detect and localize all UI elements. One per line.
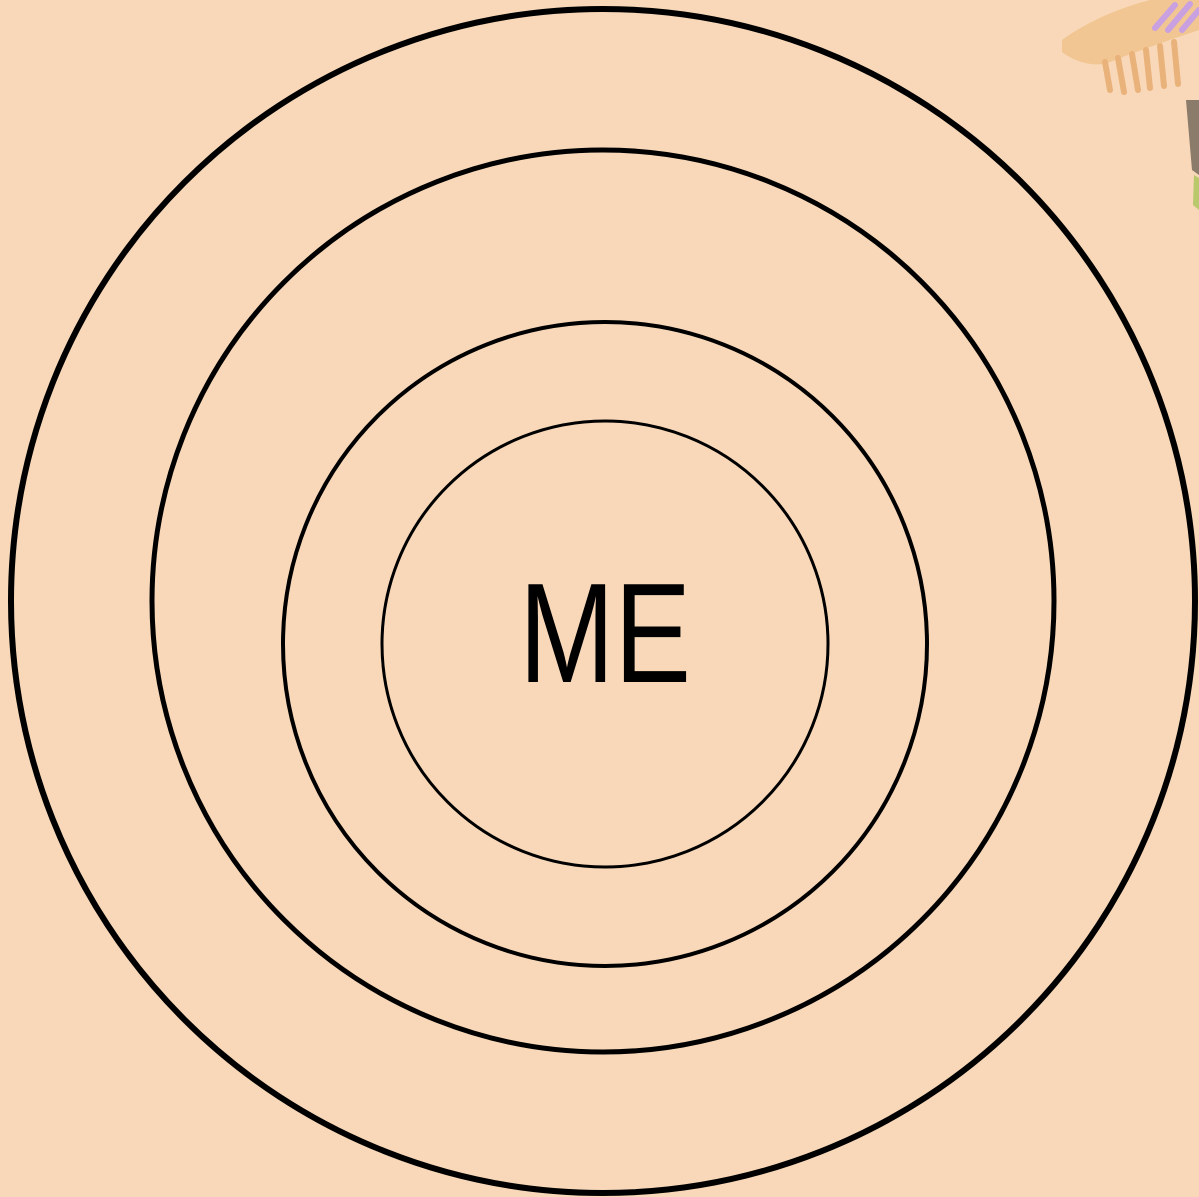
decorative-doodle [1062,0,1199,210]
center-label: ME [519,554,691,713]
